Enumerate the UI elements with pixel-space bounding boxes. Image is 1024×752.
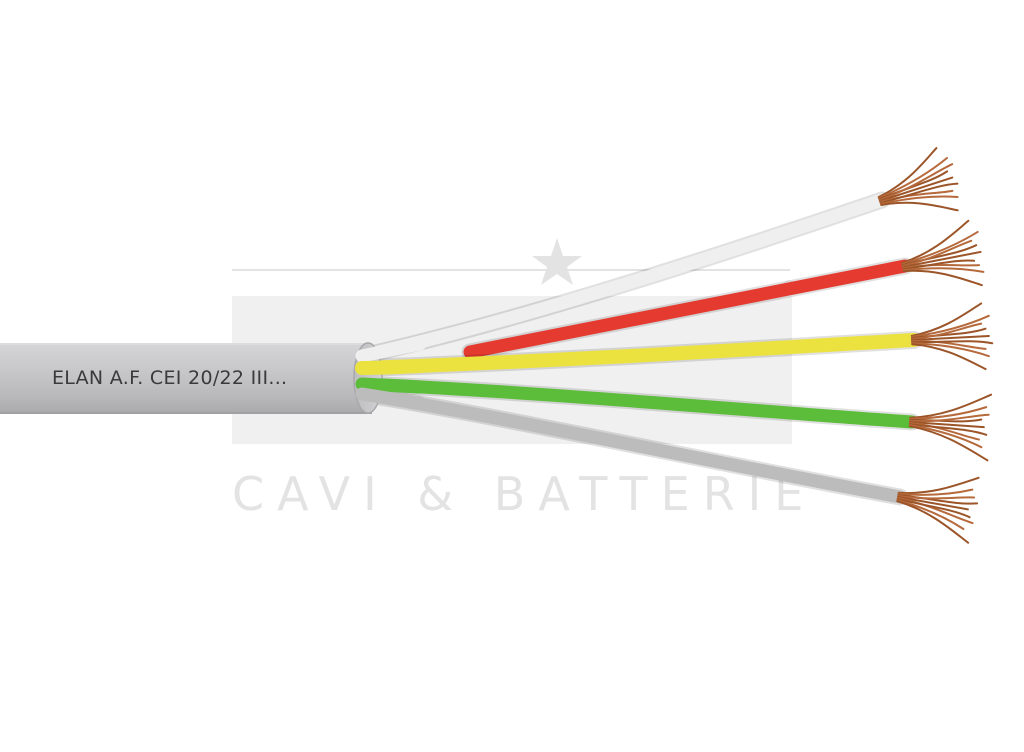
- wire-grey: [353, 385, 980, 544]
- copper-strands-red: [901, 219, 985, 287]
- copper-strand: [897, 496, 969, 511]
- copper-strand: [896, 497, 974, 525]
- cable-jacket: ELAN A.F. CEI 20/22 III...: [0, 342, 383, 414]
- copper-strand: [911, 340, 994, 345]
- wire-white: [353, 147, 959, 365]
- copper-strand: [879, 182, 959, 204]
- copper-strand: [910, 314, 990, 338]
- copper-strand: [911, 343, 987, 371]
- copper-strand: [911, 342, 990, 358]
- copper-strand: [901, 239, 973, 267]
- copper-strand: [901, 219, 970, 264]
- copper-strand: [897, 494, 976, 500]
- jacket-print-text: ELAN A.F. CEI 20/22 III...: [52, 367, 287, 389]
- watermark-star-icon: [532, 238, 582, 285]
- wire-group: [353, 147, 994, 544]
- copper-strand: [911, 334, 990, 341]
- copper-strand: [878, 163, 954, 202]
- copper-strand: [910, 322, 983, 340]
- copper-strand: [908, 423, 988, 436]
- copper-strand: [909, 418, 983, 423]
- wire-green: [353, 375, 993, 462]
- copper-strand: [908, 425, 989, 462]
- copper-strand: [901, 230, 979, 265]
- copper-strand: [909, 421, 985, 429]
- copper-strands-green: [908, 393, 993, 462]
- copper-strand: [908, 424, 983, 449]
- copper-strand: [902, 263, 981, 270]
- copper-strand: [909, 406, 988, 420]
- copper-strand: [878, 170, 949, 201]
- copper-strand: [896, 499, 965, 531]
- copper-strand: [897, 476, 980, 495]
- copper-strands-yellow: [910, 302, 994, 371]
- copper-strand: [879, 195, 959, 205]
- copper-strand: [909, 393, 993, 419]
- wire-red: [461, 219, 985, 361]
- copper-strands-grey: [896, 476, 980, 544]
- copper-strand: [880, 201, 959, 212]
- copper-strand: [902, 267, 985, 273]
- copper-strand: [878, 157, 949, 200]
- watermark-text: CAVI & BATTERIE: [232, 467, 816, 521]
- copper-strand: [910, 302, 983, 337]
- copper-strand: [897, 488, 974, 496]
- copper-strand: [896, 498, 971, 519]
- copper-strand: [877, 147, 938, 199]
- copper-strands-white: [877, 147, 959, 212]
- copper-strand: [902, 269, 983, 287]
- wire-yellow: [353, 302, 994, 377]
- wire-inner-ends: [355, 337, 427, 410]
- copper-strand: [902, 250, 982, 268]
- copper-strand: [902, 259, 976, 271]
- copper-strand: [909, 413, 990, 423]
- copper-strand: [879, 176, 954, 202]
- copper-strand: [896, 500, 970, 544]
